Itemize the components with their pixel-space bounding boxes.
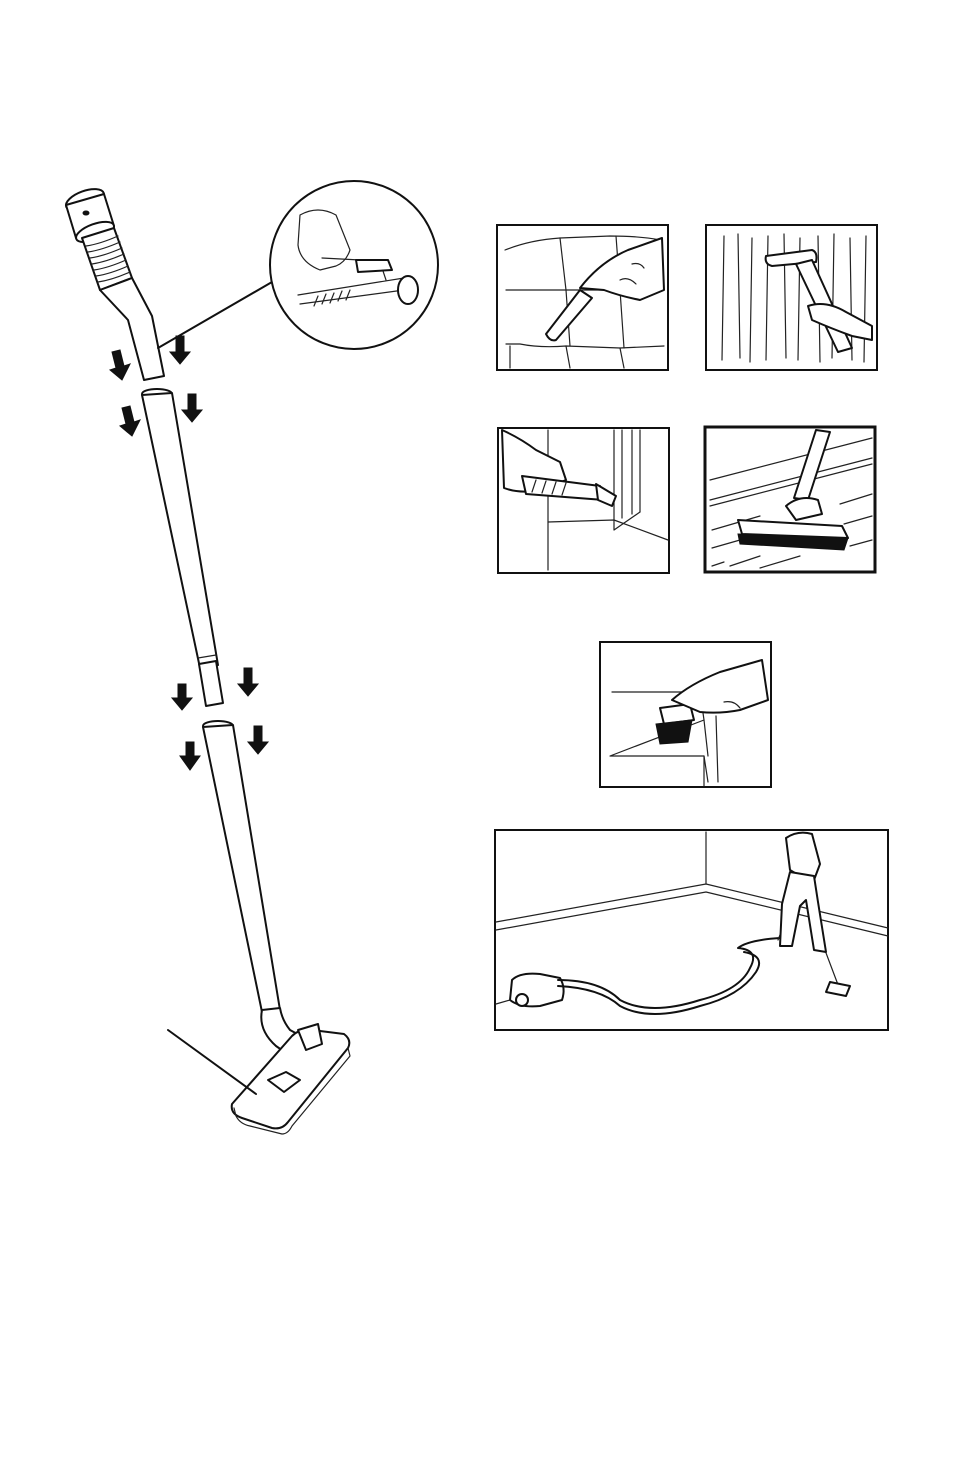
panel-dusting-brush xyxy=(600,642,771,787)
nozzle-leader-line xyxy=(168,1030,256,1094)
panel-vacuum-scene xyxy=(495,830,888,1030)
hose-handle xyxy=(63,185,164,380)
detail-callout-circle xyxy=(270,181,438,349)
panel-floor-brush xyxy=(705,427,875,572)
callout-line xyxy=(158,282,272,348)
extension-wand-upper xyxy=(142,389,223,706)
panel-crevice-window-track xyxy=(498,428,669,573)
panel-crevice-upholstery xyxy=(497,225,668,370)
panel-upholstery-curtains xyxy=(706,225,877,370)
floor-nozzle xyxy=(232,1008,350,1134)
extension-wand-lower xyxy=(203,721,280,1012)
